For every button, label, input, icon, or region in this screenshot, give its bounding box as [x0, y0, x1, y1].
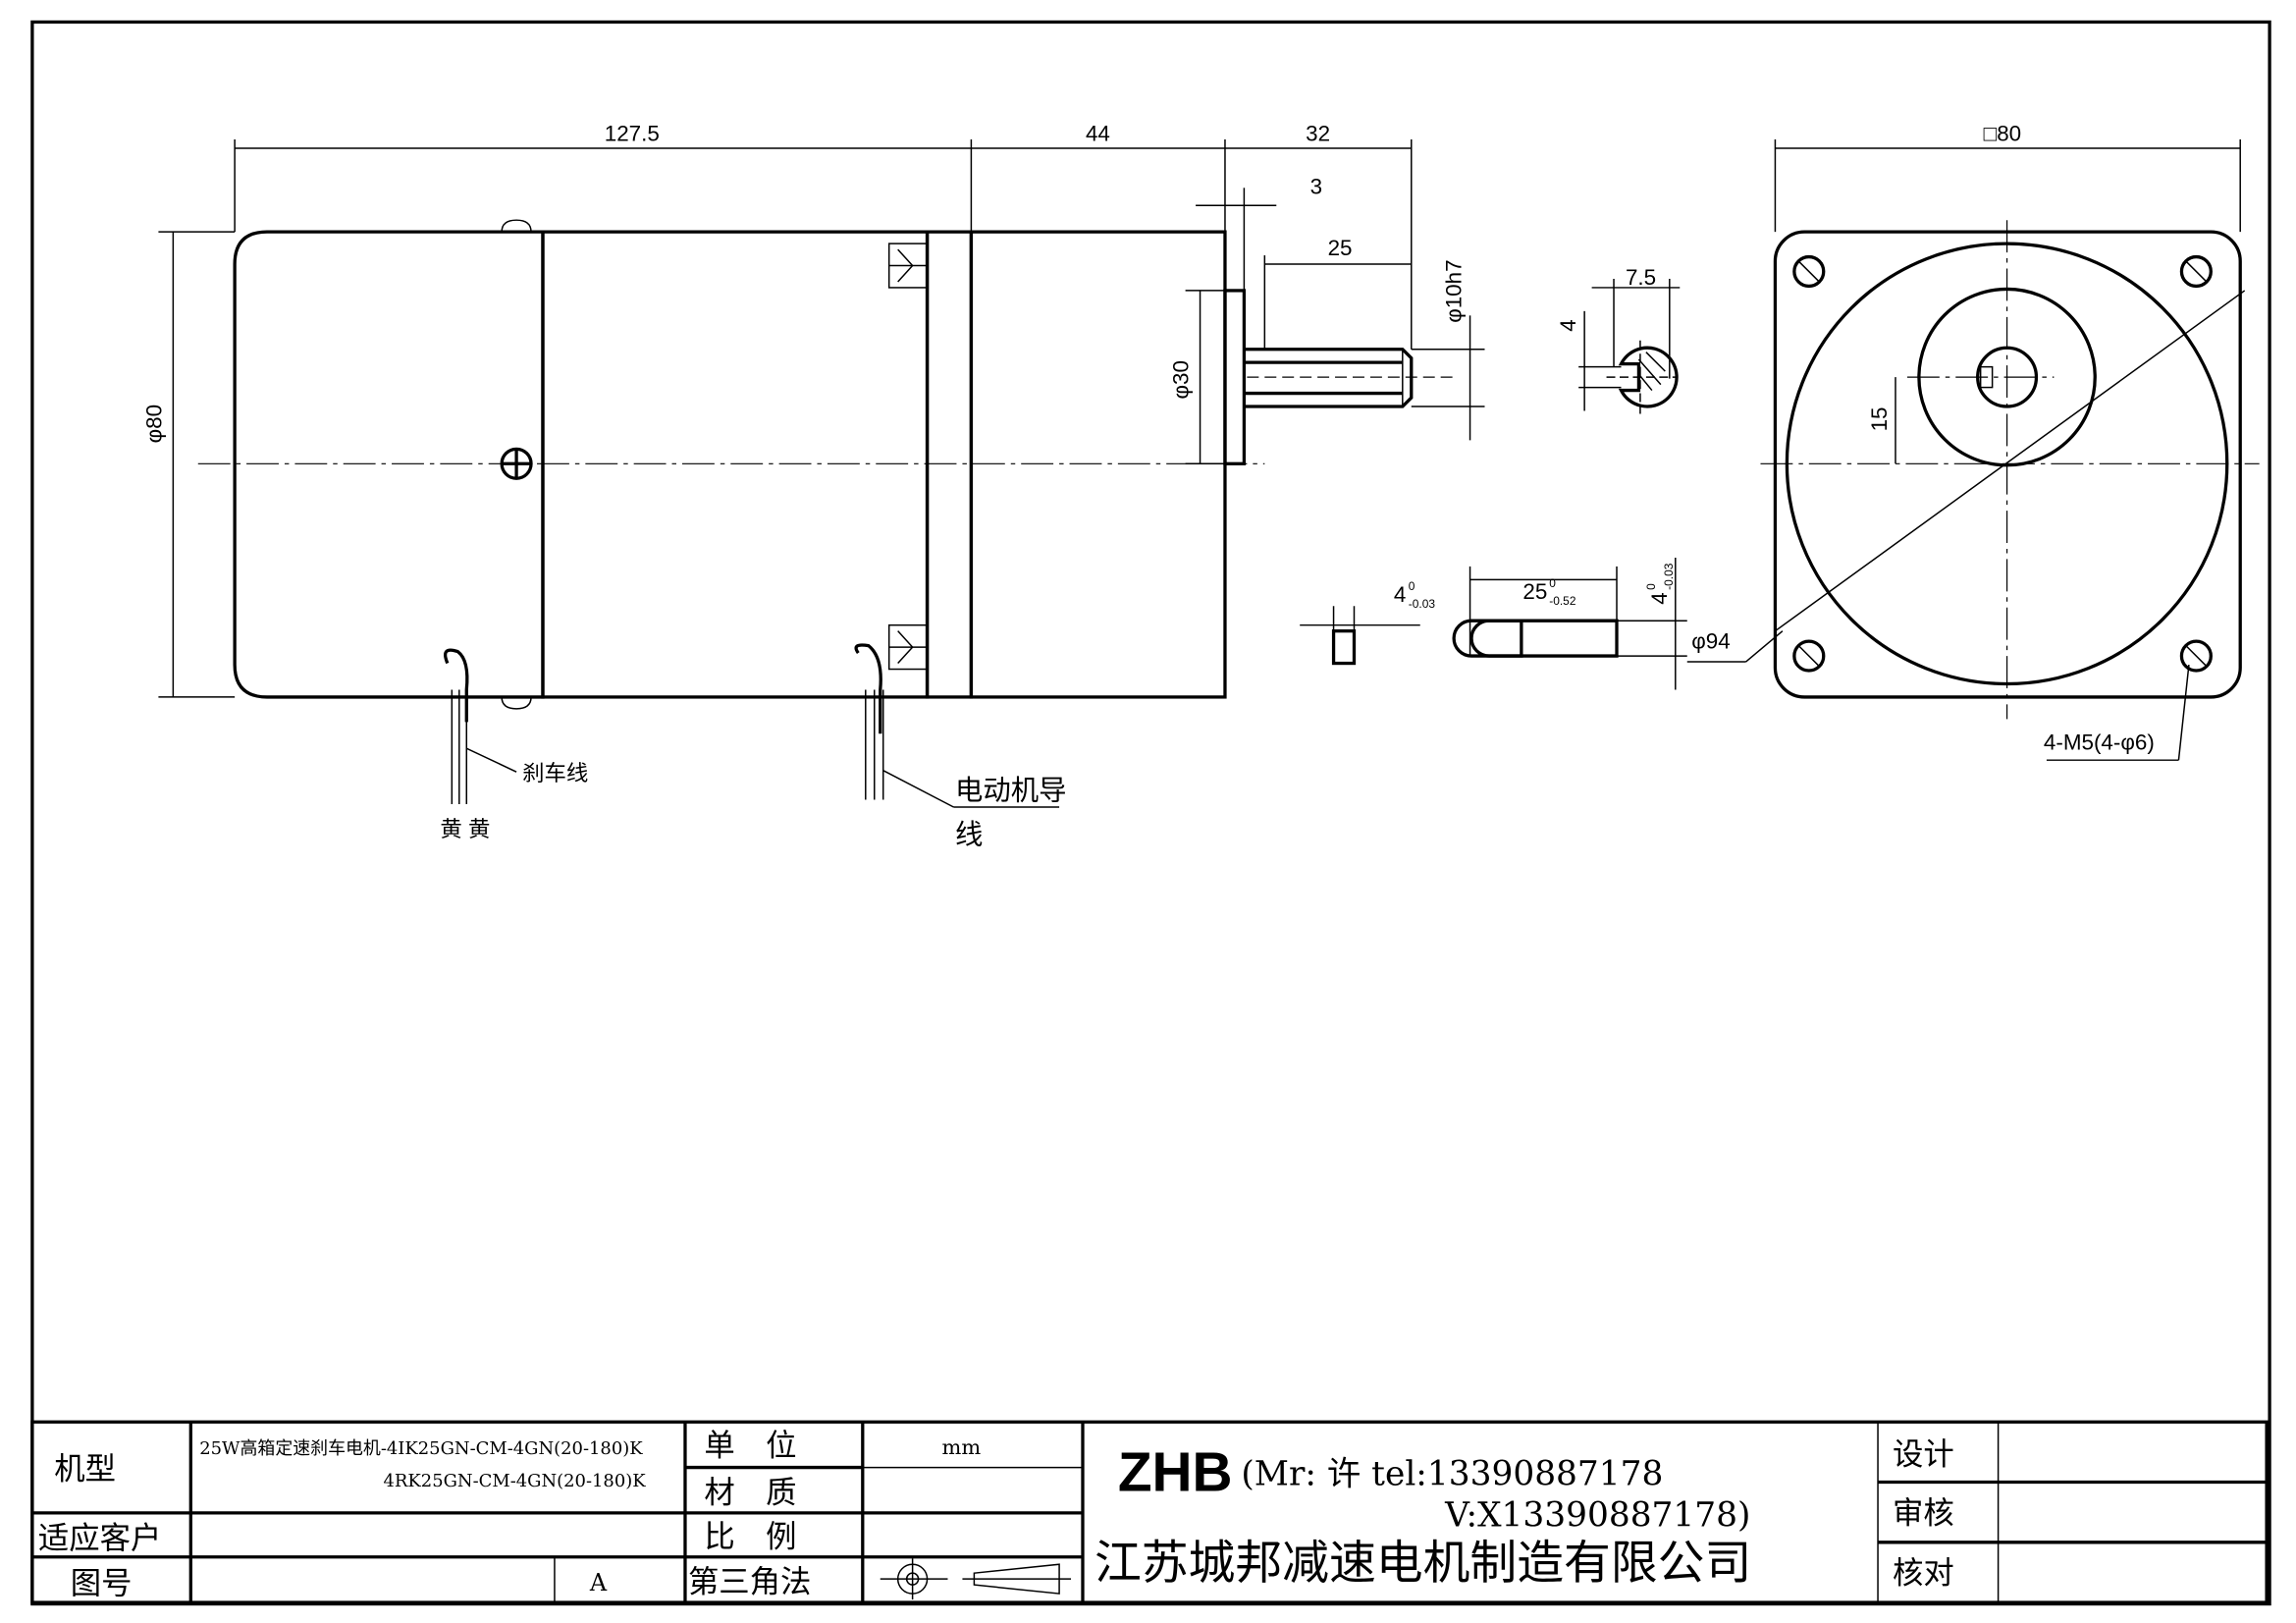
check-label: 核对 — [1893, 1556, 1954, 1592]
dim-3: 3 — [1310, 174, 1322, 198]
dim-25: 25 — [1328, 236, 1353, 260]
dim-44: 44 — [1086, 121, 1110, 145]
dim-motor-dia: φ80 — [141, 405, 166, 443]
dim-key-tol-b-sup: 0 — [1644, 583, 1658, 590]
third-angle-projection-icon — [880, 1558, 1072, 1600]
dim-32: 32 — [1306, 121, 1330, 145]
output-shaft — [1244, 348, 1414, 408]
dim-key-tol-a-sup: 0 — [1409, 579, 1415, 593]
contact-line-2: V:X13390887178) — [1444, 1495, 1750, 1535]
dim-key-depth: 4 — [1556, 319, 1580, 331]
shaft-section: 7.5 4 — [1556, 265, 1681, 414]
motor-side-view: 刹车线 黄 黄 电动机导 线 — [197, 219, 1453, 850]
key-detail: 4 0 -0.03 25 0 -0.52 4 0 -0.03 φ94 — [1300, 557, 1784, 690]
dim-key-width: 7.5 — [1626, 265, 1656, 290]
unit-label: 单 位 — [704, 1429, 796, 1464]
dim-boss-dia: φ30 — [1169, 360, 1194, 399]
motor-lead-label-2: 线 — [955, 819, 983, 850]
revision: A — [589, 1569, 608, 1596]
model-line-1: 25W高箱定速刹车电机-4IK25GN-CM-4GN(20-180)K — [199, 1438, 643, 1459]
dim-key-tol-a-sub: -0.03 — [1409, 597, 1436, 611]
dim-key-len: 25 — [1522, 579, 1547, 604]
company-name: 江苏城邦减速电机制造有限公司 — [1095, 1537, 1751, 1591]
dim-pcd: φ94 — [1691, 629, 1730, 654]
contact-line-1: (Mr: 许 tel:13390887178 — [1241, 1455, 1663, 1494]
dim-holes: 4-M5(4-φ6) — [2044, 730, 2155, 755]
dim-key-tol-a: 4 — [1394, 582, 1406, 607]
model-line-2: 4RK25GN-CM-4GN(20-180)K — [384, 1471, 647, 1491]
dim-key-tol-b-sub: -0.03 — [1662, 563, 1676, 590]
dim-offset: 15 — [1867, 406, 1892, 431]
shaft-boss — [1223, 289, 1247, 465]
dim-key-len-sup: 0 — [1549, 576, 1556, 590]
unit-value: mm — [942, 1435, 982, 1459]
brake-wire-label: 刹车线 — [522, 761, 588, 785]
projection-label: 第三角法 — [688, 1565, 812, 1600]
review-label: 审核 — [1893, 1495, 1954, 1531]
dim-shaft-dia: φ10h7 — [1442, 259, 1467, 322]
dim-square: □80 — [1984, 121, 2021, 145]
design-label: 设计 — [1893, 1437, 1954, 1473]
dim-127-5: 127.5 — [605, 121, 660, 145]
customer-label: 适应客户 — [38, 1521, 162, 1556]
side-dimensions: 127.5 44 32 3 25 φ10h7 φ30 φ80 — [141, 121, 1485, 698]
motor-lead-label: 电动机导 — [955, 776, 1067, 807]
scale-label: 比 例 — [704, 1519, 796, 1554]
brand-logo: ZHB — [1118, 1441, 1233, 1503]
title-block: 机型 25W高箱定速刹车电机-4IK25GN-CM-4GN(20-180)K 4… — [30, 1420, 2269, 1604]
motor-front-view: □80 15 4-M5(4-φ6) — [1760, 121, 2260, 761]
wire-color-label: 黄 黄 — [440, 817, 490, 841]
dim-key-len-sub: -0.52 — [1549, 594, 1576, 608]
material-label: 材 质 — [704, 1475, 796, 1510]
model-label: 机型 — [54, 1452, 116, 1488]
drawing-frame — [30, 20, 2271, 1606]
dim-key-tol-b: 4 — [1647, 592, 1672, 604]
drawing-no-label: 图号 — [71, 1566, 133, 1601]
